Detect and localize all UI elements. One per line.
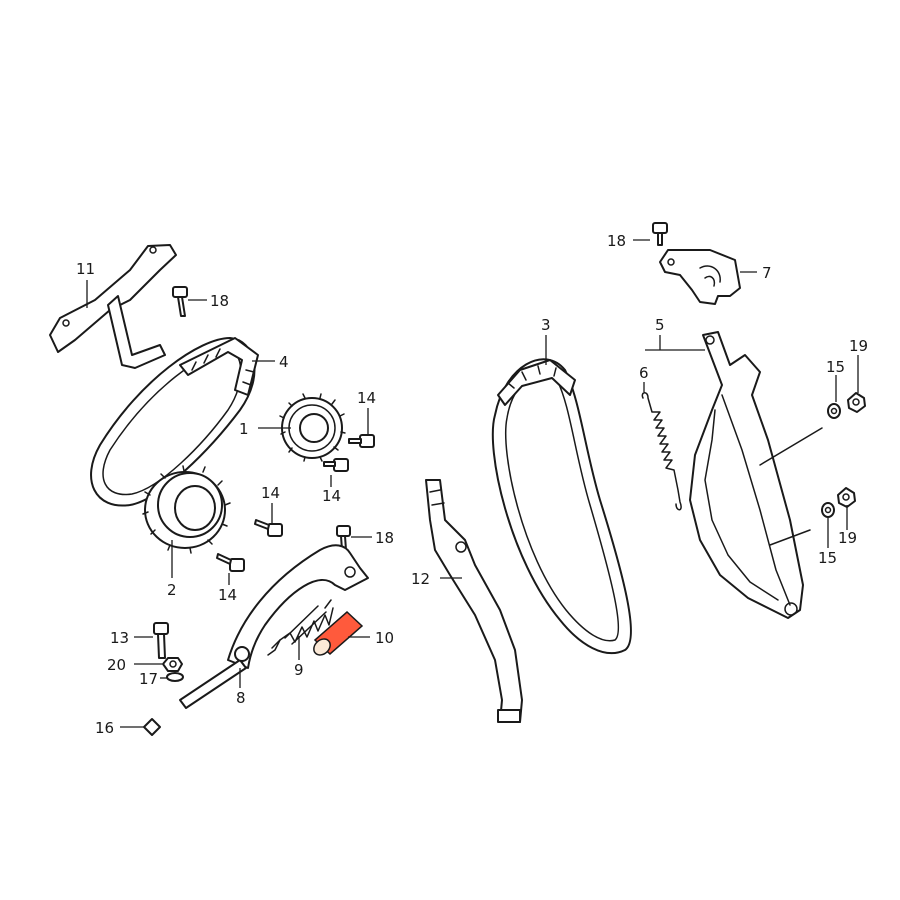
callout-17: 17 — [139, 670, 158, 688]
leader-lines — [86, 239, 859, 728]
callout-16: 16 — [95, 719, 114, 737]
bolt-18-upper-left[interactable] — [172, 286, 188, 317]
callout-13: 13 — [110, 629, 129, 647]
part-11-bracket[interactable] — [49, 244, 177, 369]
part-2-double-sprocket[interactable] — [142, 465, 231, 554]
nut-20[interactable] — [162, 657, 183, 672]
callout-3: 3 — [541, 316, 551, 334]
callout-18-center: 18 — [375, 529, 394, 547]
washer-15-upper[interactable] — [827, 403, 841, 419]
washer-17[interactable] — [166, 672, 184, 682]
nut-19-upper[interactable] — [847, 392, 866, 413]
callout-18-upper-left: 18 — [210, 292, 229, 310]
callout-5: 5 — [655, 316, 665, 334]
callout-19-upper: 19 — [849, 337, 868, 355]
nut-19-lower[interactable] — [837, 487, 856, 508]
callout-6: 6 — [639, 364, 649, 382]
washer-15-lower[interactable] — [821, 502, 835, 518]
callout-14-a: 14 — [357, 389, 376, 407]
part-12-chain-guide[interactable] — [425, 479, 523, 723]
callout-18-top-right: 18 — [607, 232, 626, 250]
callout-12: 12 — [411, 570, 430, 588]
callout-19-lower: 19 — [838, 529, 857, 547]
callout-15-lower: 15 — [818, 549, 837, 567]
callout-11: 11 — [76, 260, 95, 278]
part-10-roller[interactable] — [311, 610, 364, 658]
part-6-spring[interactable] — [641, 392, 682, 511]
bolt-18-top-right[interactable] — [652, 222, 668, 246]
callout-20: 20 — [107, 656, 126, 674]
bolt-14-c[interactable] — [254, 519, 283, 537]
bolt-14-d[interactable] — [216, 553, 245, 572]
bolt-14-b[interactable] — [323, 458, 349, 472]
callout-2: 2 — [167, 581, 177, 599]
bolt-13[interactable] — [153, 622, 169, 659]
callout-1: 1 — [239, 420, 249, 438]
part-3-cam-chain-large[interactable] — [491, 358, 632, 655]
callout-8: 8 — [236, 689, 246, 707]
part-5-tensioner[interactable] — [689, 331, 823, 619]
callout-15-upper: 15 — [826, 358, 845, 376]
bolt-14-a[interactable] — [348, 434, 375, 448]
callout-14-d: 14 — [218, 586, 237, 604]
part-1-sprocket[interactable] — [279, 393, 346, 462]
part-4-cam-chain-small[interactable] — [90, 337, 259, 507]
callout-labels: 11 18 4 1 14 14 14 14 2 18 13 20 17 16 8… — [76, 232, 868, 737]
part-8-tensioner-arm[interactable] — [179, 544, 369, 709]
part-9-spring[interactable] — [267, 599, 334, 656]
callout-14-b: 14 — [322, 487, 341, 505]
callout-7: 7 — [762, 264, 772, 282]
callout-9: 9 — [294, 661, 304, 679]
part-7-plate[interactable] — [659, 249, 741, 305]
plug-16[interactable] — [143, 718, 161, 736]
callout-14-c: 14 — [261, 484, 280, 502]
callout-4: 4 — [279, 353, 289, 371]
callout-10: 10 — [375, 629, 394, 647]
